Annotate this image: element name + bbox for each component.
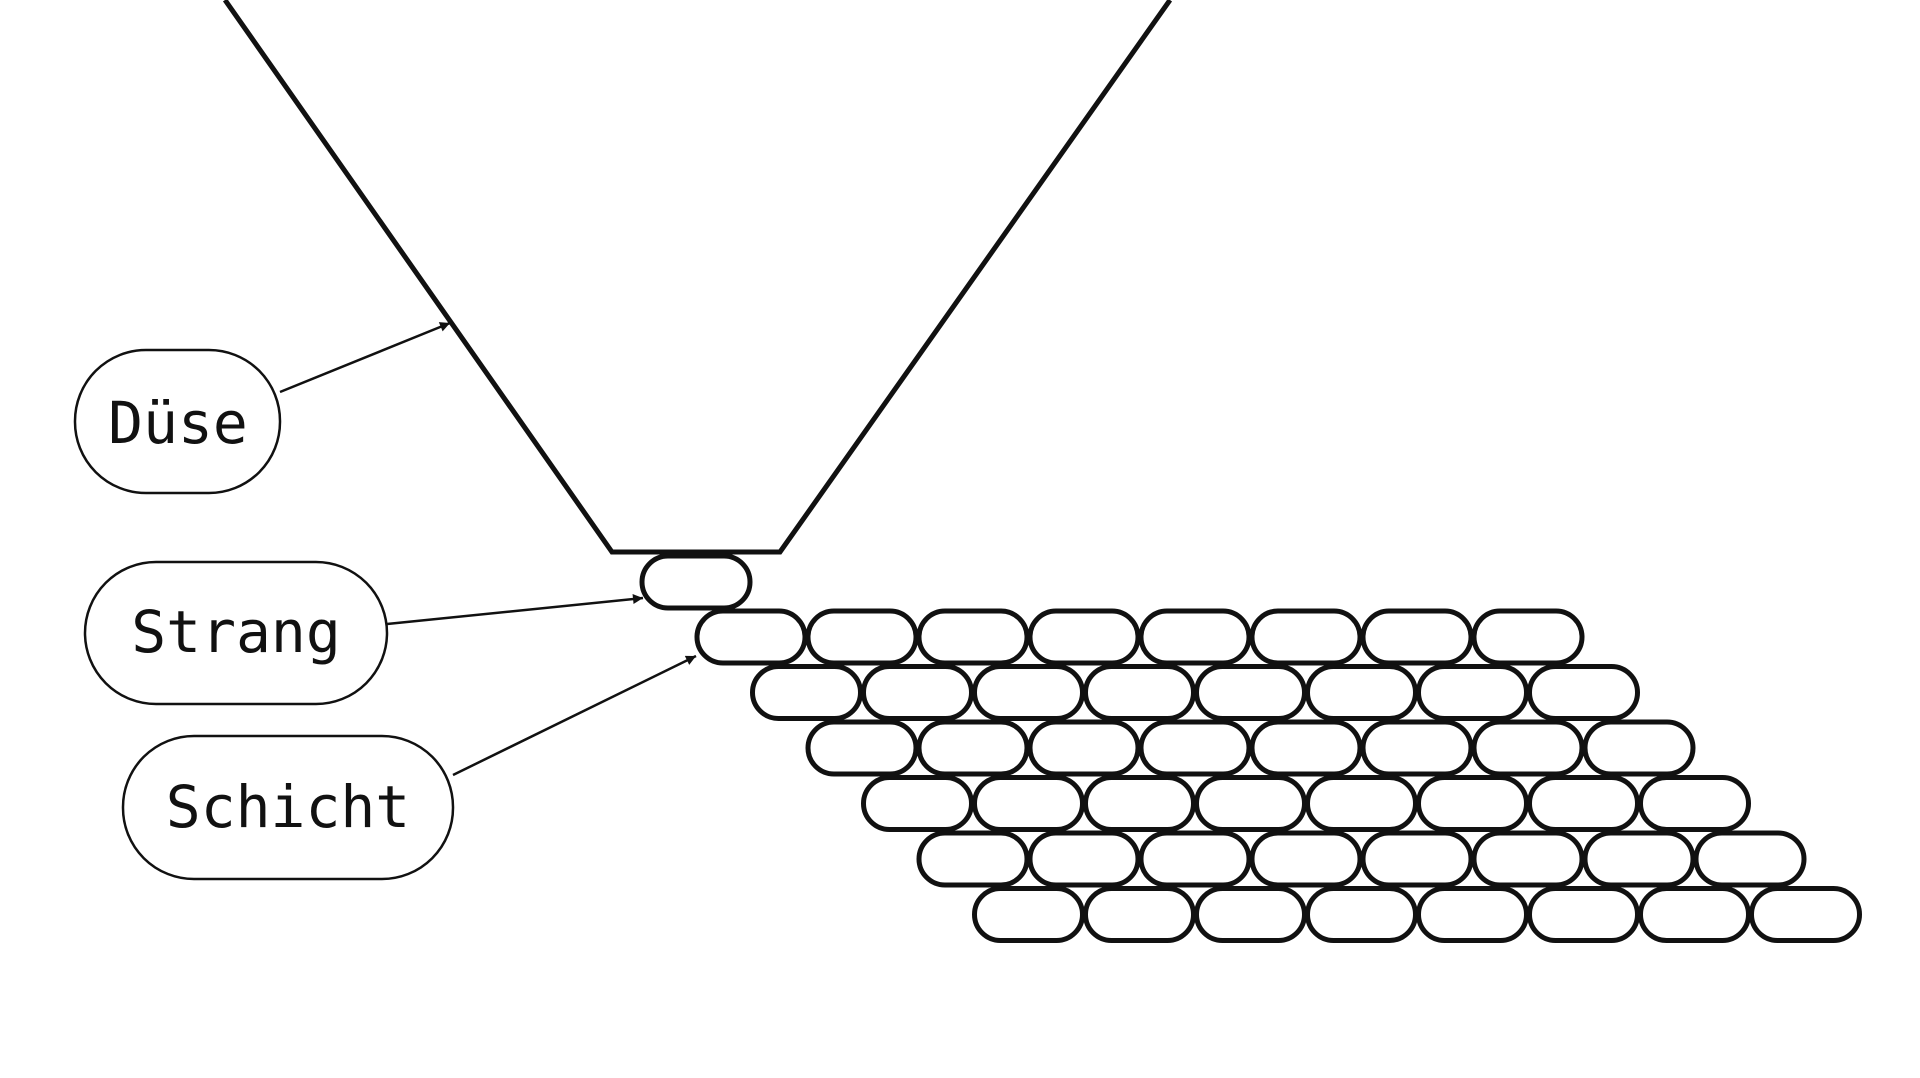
layer-strand: [1305, 886, 1418, 943]
top-strand: [639, 553, 753, 611]
layer-strand: [1194, 886, 1307, 943]
label-layer: Schicht: [121, 654, 697, 881]
layer-strand: [1083, 886, 1196, 943]
layer-strand: [1083, 664, 1196, 721]
layer-strand: [1416, 775, 1529, 832]
layer-strand: [1471, 719, 1585, 777]
layer-strand: [1138, 608, 1252, 666]
layer-strand: [1360, 830, 1474, 888]
layer-strand: [1305, 664, 1418, 721]
layer-strand: [972, 775, 1085, 832]
layer-strand: [1638, 775, 1751, 832]
printed-layers: [694, 608, 1862, 943]
layer-strand: [805, 608, 919, 666]
label-layer-text: Schicht: [166, 773, 410, 841]
layer-strand: [1527, 664, 1640, 721]
layer-strand: [805, 719, 919, 777]
layer-strand: [1527, 775, 1640, 832]
layer-strand: [1027, 830, 1141, 888]
layer-strand: [1416, 664, 1529, 721]
layer-strand: [1638, 886, 1751, 943]
label-strand-arrow: [386, 594, 644, 626]
layer-strand: [694, 608, 808, 666]
label-nozzle-bubble: [73, 348, 282, 495]
layer-strand: [916, 608, 1030, 666]
label-layer-arrow: [452, 654, 697, 777]
layer-strand: [750, 664, 863, 721]
layer-strand: [1027, 608, 1141, 666]
layer-strand: [1360, 608, 1474, 666]
label-strand-text: Strang: [131, 598, 341, 666]
label-nozzle-text: Düse: [108, 389, 248, 457]
layer-strand: [1249, 830, 1363, 888]
layer-strand: [1416, 886, 1529, 943]
layer-strand: [972, 664, 1085, 721]
layer-strand: [1194, 775, 1307, 832]
layer-strand: [861, 775, 974, 832]
layer-strand: [1582, 719, 1696, 777]
layer-strand: [1305, 775, 1418, 832]
layer-strand: [916, 719, 1030, 777]
layer-strand: [1138, 830, 1252, 888]
layer-strand: [1693, 830, 1807, 888]
label-nozzle: Düse: [73, 321, 451, 495]
nozzle-outline: [222, 0, 1173, 555]
layer-strand: [972, 886, 1085, 943]
layer-strand: [1249, 608, 1363, 666]
layer-strand: [1083, 775, 1196, 832]
layer-strand: [1360, 719, 1474, 777]
label-layer-bubble: [121, 734, 455, 881]
layer-strand: [1138, 719, 1252, 777]
layer-strand: [916, 830, 1030, 888]
label-nozzle-arrow: [279, 321, 451, 394]
label-strand: Strang: [83, 560, 644, 706]
layer-strand: [1249, 719, 1363, 777]
layer-strand: [1194, 664, 1307, 721]
layer-strand: [1471, 608, 1585, 666]
layer-strand: [1471, 830, 1585, 888]
layer-strand: [1749, 886, 1862, 943]
layer-strand: [1027, 719, 1141, 777]
label-strand-bubble: [83, 560, 389, 706]
layer-strand: [1582, 830, 1696, 888]
layer-strand: [1527, 886, 1640, 943]
layer-strand: [861, 664, 974, 721]
